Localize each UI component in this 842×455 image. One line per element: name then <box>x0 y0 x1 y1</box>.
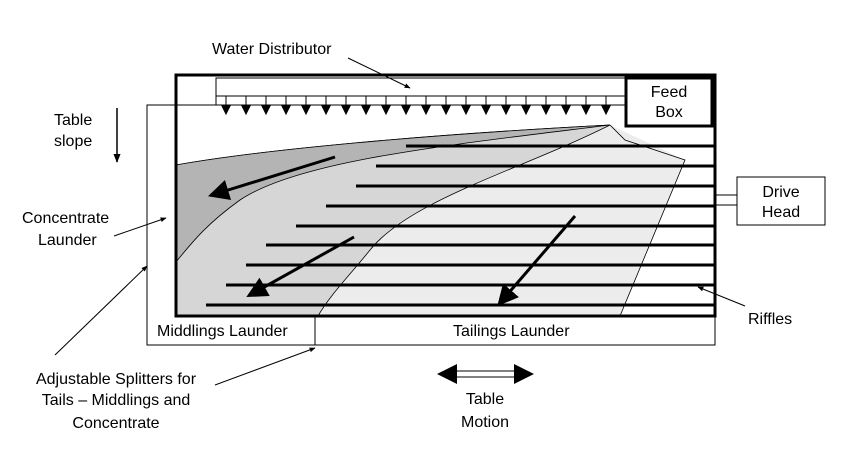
tailings-launder-label: Tailings Launder <box>453 323 570 340</box>
middlings-launder-label: Middlings Launder <box>157 323 288 340</box>
concentrate-zone <box>175 124 611 264</box>
splitter-pointer-lower <box>214 347 316 386</box>
drive-head-label-2: Head <box>762 204 800 221</box>
table-motion-arrow <box>437 364 534 384</box>
drive-head <box>736 176 826 226</box>
splitters-label-2: Tails – Middlings and <box>42 392 191 409</box>
table-motion-label-2: Motion <box>461 414 509 431</box>
feed-box-label-1: Feed <box>651 84 687 101</box>
riffles-label: Riffles <box>748 311 792 328</box>
riffles-pointer <box>697 286 746 307</box>
tailings-flow-arrow <box>497 215 577 307</box>
table-slope-label-1: Table <box>54 112 92 129</box>
table-motion-label-1: Table <box>466 391 504 408</box>
drive-head-label-1: Drive <box>762 184 799 201</box>
middlings-flow-arrow <box>246 235 355 298</box>
concentrate-launder-pointer <box>113 217 167 237</box>
splitter-pointer-upper <box>54 265 148 356</box>
feed-box-label-2: Box <box>655 104 683 121</box>
splitters-label-1: Adjustable Splitters for <box>36 371 197 388</box>
concentrate-launder-label-2: Launder <box>38 232 97 249</box>
water-distributor-label: Water Distributor <box>212 41 332 58</box>
water-distributor <box>215 77 627 106</box>
feed-box <box>624 76 714 128</box>
tailings-zone-boundary <box>609 124 686 317</box>
splitters-label-3: Concentrate <box>72 415 159 432</box>
water-distributor-pointer <box>347 57 411 89</box>
water-jets <box>221 96 611 116</box>
table-slope-label-2: slope <box>54 133 92 150</box>
concentrate-launder-label-1: Concentrate <box>22 210 109 227</box>
concentrate-flow-arrow <box>207 155 336 201</box>
